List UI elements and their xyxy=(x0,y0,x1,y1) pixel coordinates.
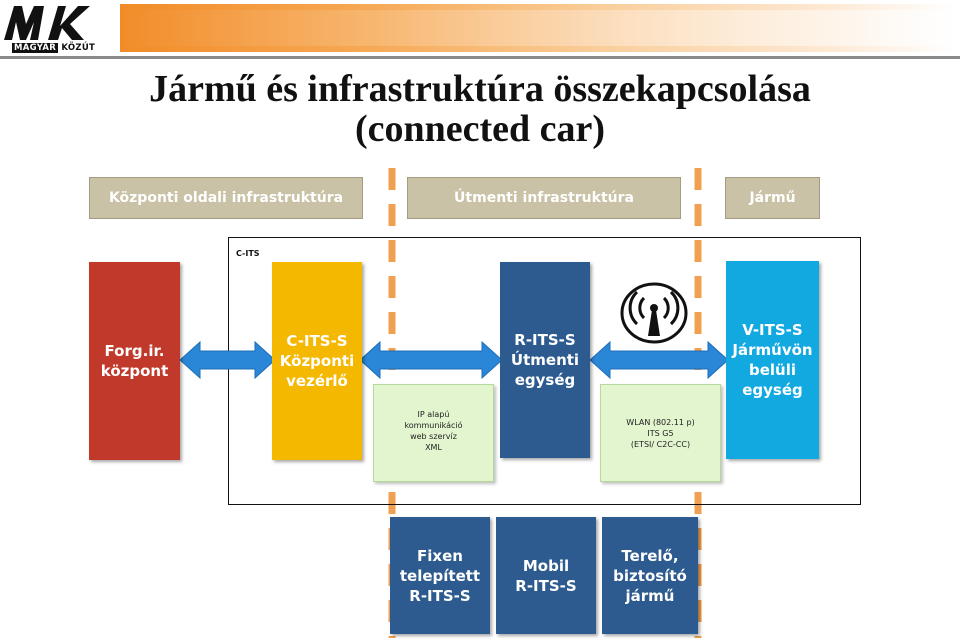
block-rits-line2: Útmenti xyxy=(510,351,580,369)
block-cits-line3: vezérlő xyxy=(286,372,348,390)
note-ip-communication: IP alapú kommunikáció web szervíz XML xyxy=(373,384,494,482)
block-v-its-s: V-ITS-S Járművön belüli egység xyxy=(726,261,819,459)
note-wlan: WLAN (802.11 p) ITS G5 (ETSI/ C2C-CC) xyxy=(600,384,721,482)
block-mobil-r-its-s: Mobil R-ITS-S xyxy=(496,517,596,634)
block-cits-line1: C-ITS-S xyxy=(286,332,348,350)
magyar-kozut-logo: MAGYAR KÖZÚT xyxy=(4,4,100,54)
note-wlan-line3: (ETSI/ C2C-CC) xyxy=(630,440,691,449)
c-its-boundary xyxy=(228,237,861,505)
block-fixen-telepitett: Fixen telepített R-ITS-S xyxy=(390,517,490,634)
logo-wordmark: MAGYAR KÖZÚT xyxy=(12,43,95,53)
block-rits-line3: egység xyxy=(514,371,576,389)
block-fixen-line3: R-ITS-S xyxy=(409,586,471,605)
block-vits-line3: belüli xyxy=(748,361,796,379)
block-forg-line1: Forg.ir. xyxy=(104,342,165,360)
logo-text-kozut: KÖZÚT xyxy=(61,43,96,53)
zone-roadside-infrastructure: Útmenti infrastruktúra xyxy=(407,177,681,219)
block-terelo-jarmu: Terelő, biztosító jármű xyxy=(602,517,698,634)
block-mobil-line1: Mobil xyxy=(522,556,570,575)
block-terelo-line3: jármű xyxy=(625,586,675,605)
arrow-cits-rits xyxy=(360,340,502,380)
zone-central-infrastructure: Központi oldali infrastruktúra xyxy=(89,177,363,219)
block-r-its-s: R-ITS-S Útmenti egység xyxy=(500,262,590,458)
note-ip-line3: web szervíz xyxy=(410,432,457,441)
block-forg-ir-kozpont: Forg.ir. központ xyxy=(89,262,180,460)
block-c-its-s: C-ITS-S Központi vezérlő xyxy=(272,262,362,460)
zone-vehicle: Jármű xyxy=(725,177,820,219)
note-ip-line1: IP alapú xyxy=(417,410,450,419)
note-wlan-line1: WLAN (802.11 p) xyxy=(626,418,695,427)
block-vits-line4: egység xyxy=(742,381,803,399)
block-terelo-line1: Terelő, xyxy=(621,546,679,565)
note-wlan-line2: ITS G5 xyxy=(647,429,674,438)
block-mobil-line2: R-ITS-S xyxy=(515,576,577,595)
block-fixen-line1: Fixen xyxy=(417,546,463,565)
page-title-line2: (connected car) xyxy=(354,108,606,150)
arrow-forg-cits xyxy=(180,340,275,380)
header-divider xyxy=(0,56,960,59)
block-rits-line1: R-ITS-S xyxy=(514,331,576,349)
block-vits-line2: Járművön xyxy=(732,341,813,359)
arrow-rits-vits xyxy=(590,340,728,380)
note-ip-line2: kommunikáció xyxy=(404,421,463,430)
block-terelo-line2: biztosító xyxy=(613,566,687,585)
header-accent-bar xyxy=(120,4,956,52)
c-its-label: C-ITS xyxy=(236,249,260,258)
block-vits-line1: V-ITS-S xyxy=(742,321,803,339)
wireless-antenna-icon xyxy=(620,282,688,344)
logo-text-magyar: MAGYAR xyxy=(12,43,59,53)
block-cits-line2: Központi xyxy=(279,352,355,370)
block-forg-line2: központ xyxy=(100,362,169,380)
note-ip-line4: XML xyxy=(425,443,442,452)
page-title-line1: Jármű és infrastruktúra összekapcsolása xyxy=(149,68,811,110)
block-fixen-line2: telepített xyxy=(399,566,481,585)
logo-mark-icon xyxy=(4,6,90,40)
